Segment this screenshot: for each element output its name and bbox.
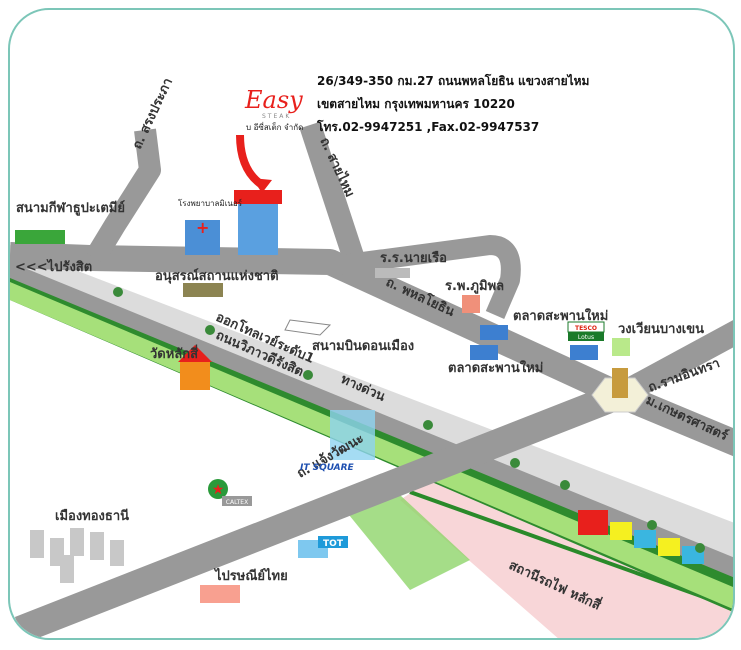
- label-market-2: ตลาดสะพานใหม่: [448, 359, 543, 376]
- office-building-icon: [238, 200, 278, 255]
- company-name: บ อีซี่สเต็ก จำกัด: [246, 121, 303, 132]
- label-airport: สนามบินดอนเมือง: [312, 338, 414, 354]
- caltex-logo-icon: [208, 479, 228, 499]
- memorial-icon: [183, 283, 223, 297]
- label-hospital: โรงพยาบาลมิเนอร์: [178, 198, 243, 208]
- lotus-logo: Lotus: [578, 334, 594, 341]
- caltex-label: CALTEX: [226, 499, 248, 506]
- it-square-building-icon: [330, 410, 375, 460]
- muang-thong-buildings-icon: [30, 528, 124, 583]
- tree-icon: [612, 338, 630, 356]
- phahonyothin-road: [10, 242, 733, 457]
- stadium-icon: [15, 230, 65, 244]
- monument-icon: [612, 368, 628, 398]
- address-line-1: 26/349-350 กม.27 ถนนพหลโยธิน แขวงสายไหม: [317, 73, 589, 88]
- caltex-station-icon: [222, 496, 252, 506]
- temple-icon: [180, 360, 210, 390]
- market-icon: [480, 325, 508, 340]
- post-office-icon: [200, 585, 240, 603]
- phone-fax: โทร.02-9947251 ,Fax.02-9947537: [316, 119, 539, 134]
- logo-subtext: STEAK: [262, 113, 291, 120]
- label-to-rangsit: <<<ไปรังสิต: [15, 258, 92, 275]
- office-roof: [234, 190, 282, 204]
- tollway: [10, 245, 733, 560]
- market-icon: [470, 345, 498, 360]
- label-post: ไปรษณีย์ไทย: [213, 567, 288, 584]
- red-cross-icon: +: [196, 218, 209, 237]
- address-line-2: เขตสายไหม กรุงเทพมหานคร 10220: [317, 96, 515, 112]
- label-bangkhen-circle: วงเวียนบางเขน: [618, 321, 704, 337]
- loop-road: [338, 235, 521, 319]
- lotus-store-icon: [570, 345, 598, 360]
- it-square-logo: IT SQUARE: [300, 463, 355, 473]
- label-stadium: สนามกีฬาธูปะเตมีย์: [16, 200, 125, 216]
- airplane-icon: [284, 319, 332, 336]
- label-wat: วัดหลักสี่: [150, 344, 198, 362]
- saimai-road: [299, 121, 366, 266]
- tesco-logo: TESCO: [575, 325, 597, 332]
- bhumibol-hospital-icon: [462, 295, 480, 313]
- label-muang-thong: เมืองทองธานี: [55, 508, 129, 524]
- tot-sign: [318, 536, 348, 548]
- tree-icons: [113, 287, 705, 553]
- lotus-sign: [568, 332, 604, 341]
- caltex-star-icon: ★: [212, 482, 225, 498]
- easy-steak-logo: Easy STEAK: [244, 86, 303, 120]
- label-bhumibol: ร.พ.ภูมิพล: [445, 279, 504, 294]
- school-icon: [375, 268, 410, 278]
- location-arrow-head-icon: [252, 178, 272, 193]
- hospital-icon: [185, 220, 220, 255]
- label-navy-school: ร.ร.นายเรือ: [380, 250, 447, 266]
- tot-logo: TOT: [323, 539, 344, 549]
- temple-roof: [178, 345, 212, 362]
- label-memorial: อนุสรณ์สถานแห่งชาติ: [155, 268, 279, 284]
- logo-text: Easy: [244, 86, 303, 114]
- label-market-1: ตลาดสะพานใหม่: [513, 307, 608, 324]
- chaengwattana-road: [14, 381, 626, 638]
- songprapa-road: [85, 128, 161, 264]
- green-lot: [345, 495, 470, 590]
